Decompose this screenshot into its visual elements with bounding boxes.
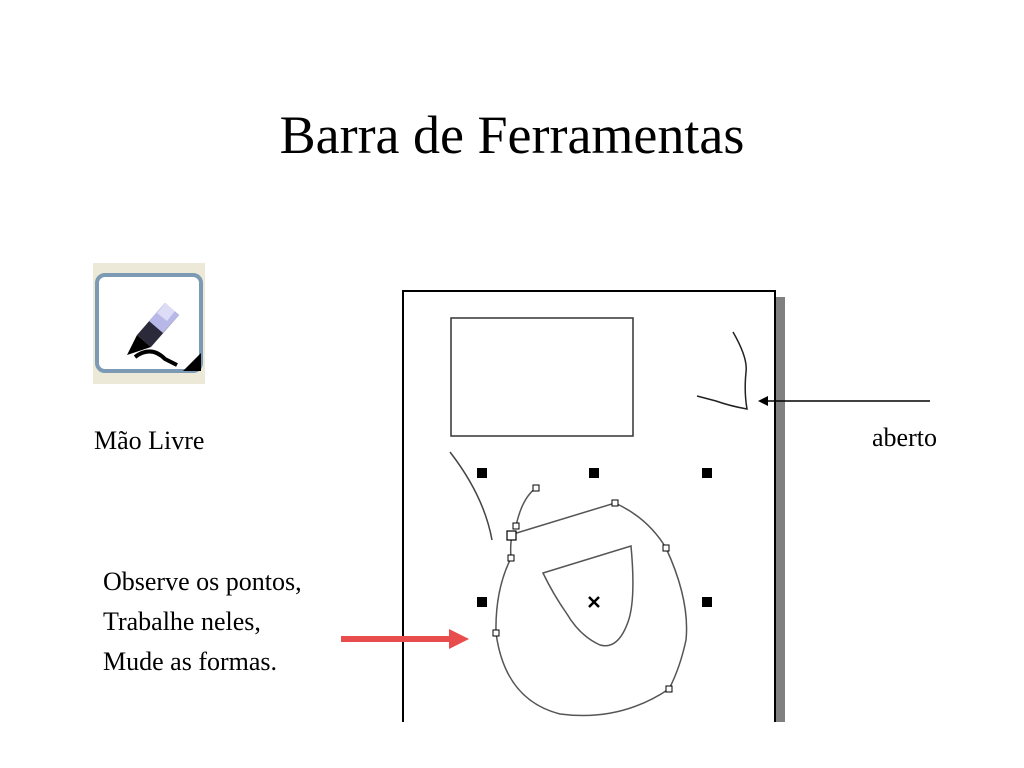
curve-node bbox=[665, 685, 673, 693]
drop-shape bbox=[541, 545, 634, 647]
selection-handle bbox=[702, 468, 712, 478]
red-arrow-shaft bbox=[341, 636, 451, 642]
selection-handle bbox=[589, 468, 599, 478]
curve-node bbox=[532, 484, 540, 492]
center-marker-icon bbox=[588, 596, 600, 608]
freehand-tool-button[interactable] bbox=[93, 263, 205, 384]
pointer-arrowhead bbox=[758, 396, 768, 406]
curve-node bbox=[492, 629, 500, 637]
selection-handle bbox=[477, 468, 487, 478]
closed-curve-shape bbox=[495, 502, 688, 717]
instructions-text: Observe os pontos, Trabalhe neles, Mude … bbox=[103, 562, 302, 682]
tool-label: Mão Livre bbox=[94, 426, 205, 455]
rectangle-shape bbox=[450, 317, 634, 437]
curve-node bbox=[512, 522, 520, 530]
slide-title: Barra de Ferramentas bbox=[279, 105, 745, 165]
curve-node bbox=[507, 554, 515, 562]
curve-node bbox=[662, 544, 670, 552]
canvas-page bbox=[402, 290, 776, 722]
instruction-line: Trabalhe neles, bbox=[103, 607, 261, 636]
curve-node bbox=[611, 499, 619, 507]
arc-shape bbox=[449, 451, 493, 541]
selection-handle bbox=[477, 597, 487, 607]
instruction-line: Mude as formas. bbox=[103, 647, 278, 676]
open-curve-shape bbox=[696, 331, 748, 410]
instruction-line: Observe os pontos, bbox=[103, 567, 302, 596]
canvas-shadow bbox=[775, 297, 785, 722]
freehand-pencil-icon bbox=[93, 263, 205, 384]
open-curve-label: aberto bbox=[872, 423, 937, 452]
red-arrowhead bbox=[449, 629, 469, 649]
curve-node bbox=[506, 530, 517, 541]
selection-handle bbox=[702, 597, 712, 607]
